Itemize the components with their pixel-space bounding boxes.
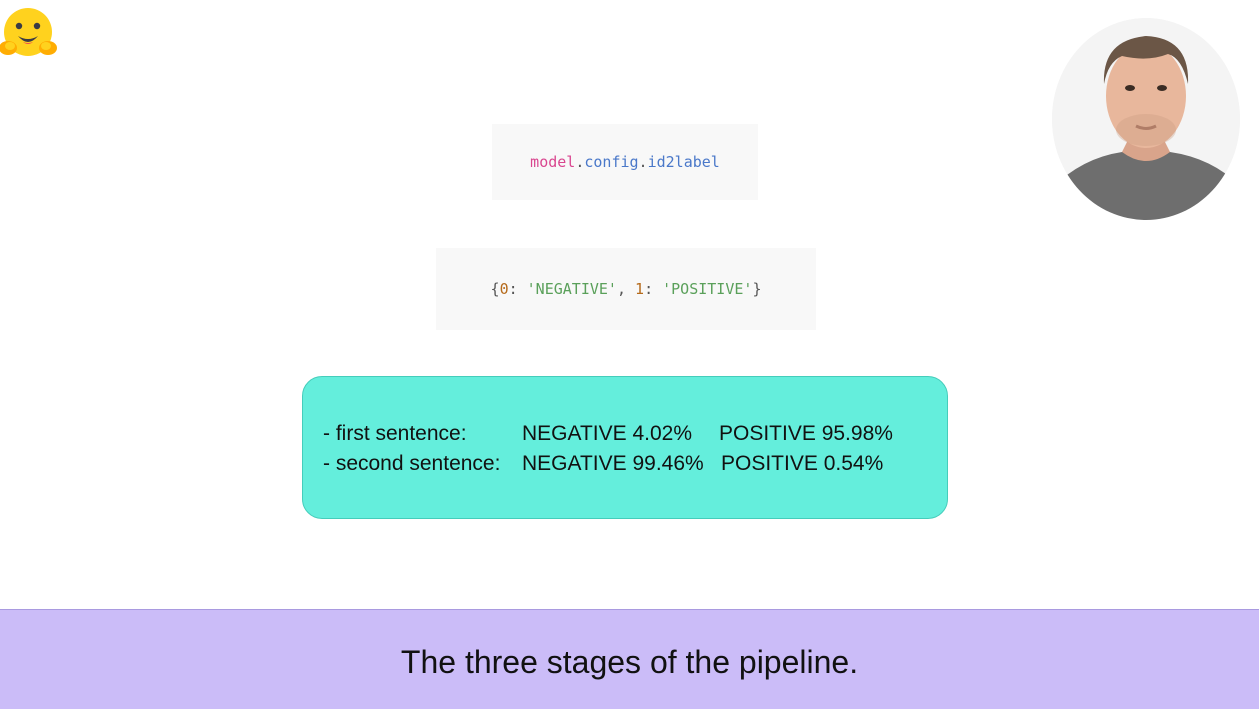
result-sentence-label: - second sentence:	[323, 452, 501, 475]
code-token-negative: 'NEGATIVE'	[526, 280, 617, 298]
code-token-colon: :	[644, 280, 663, 298]
prediction-results-box: - first sentence: NEGATIVE 4.02% POSITIV…	[302, 376, 948, 519]
result-sentence-label: - first sentence:	[323, 422, 467, 445]
code-token-comma: ,	[616, 280, 636, 298]
subtitle-text: The three stages of the pipeline.	[400, 644, 859, 680]
code-token-key-1: 1	[635, 280, 645, 298]
code-token-positive: 'POSITIVE'	[662, 280, 753, 298]
result-negative-score: NEGATIVE 99.46%	[522, 452, 704, 475]
code-token-brace-close: }	[752, 280, 762, 298]
subtitle-bar: The three stages of the pipeline.	[0, 609, 1259, 709]
code-token-dot: .	[575, 153, 585, 171]
code-token-id2label: id2label	[647, 153, 720, 171]
code-output-label-map: {0: 'NEGATIVE', 1: 'POSITIVE'}	[436, 248, 816, 330]
result-negative-score: NEGATIVE 4.02%	[522, 422, 693, 445]
code-token-dot: .	[638, 153, 648, 171]
presenter-webcam-icon	[1052, 18, 1240, 220]
code-snippet-id2label: model.config.id2label	[492, 124, 758, 200]
code-token-brace-open: {	[490, 280, 500, 298]
code-token-config: config	[584, 153, 639, 171]
hugging-face-logo-icon	[0, 2, 60, 66]
code-token-colon: :	[508, 280, 527, 298]
result-positive-score: POSITIVE 0.54%	[721, 452, 884, 475]
code-token-model: model	[530, 153, 576, 171]
code-token-key-0: 0	[499, 280, 509, 298]
result-positive-score: POSITIVE 95.98%	[719, 422, 893, 445]
